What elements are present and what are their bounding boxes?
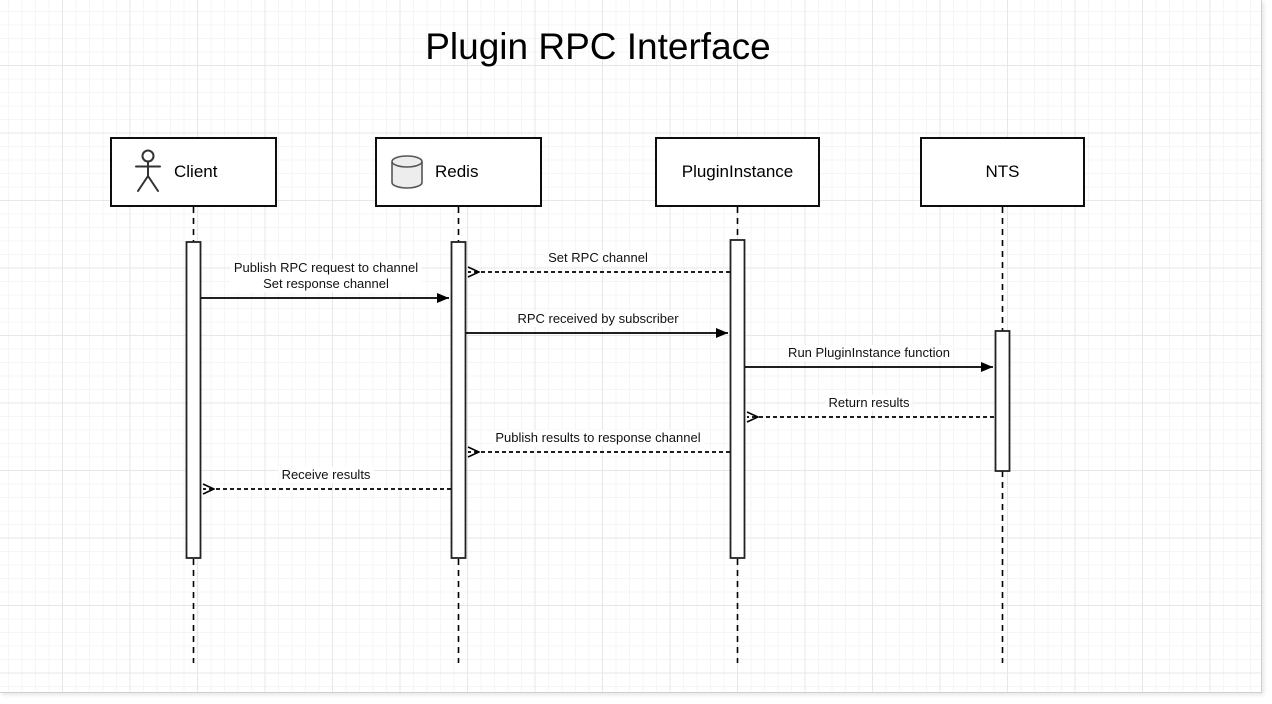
actor-box-redis[interactable]: Redis — [375, 137, 542, 207]
message-label-line: Set response channel — [263, 276, 389, 291]
message-label-publish-results[interactable]: Publish results to response channel — [492, 430, 704, 446]
diagram-canvas[interactable]: Plugin RPC Interface Client Redis Plugin… — [0, 0, 1262, 693]
actor-label: Redis — [435, 162, 479, 181]
message-label-rpc-received[interactable]: RPC received by subscriber — [514, 311, 682, 327]
database-icon — [390, 154, 424, 190]
message-label-receive-results[interactable]: Receive results — [278, 467, 374, 483]
actor-box-plugininstance[interactable]: PluginInstance — [655, 137, 820, 207]
actor-icon — [132, 149, 164, 195]
sequence-wires — [185, 207, 1011, 663]
message-label-publish-rpc-request[interactable]: Publish RPC request to channel Set respo… — [230, 260, 422, 292]
message-label-run-plugin-function[interactable]: Run PluginInstance function — [785, 345, 953, 361]
activation-nts[interactable] — [994, 330, 1011, 472]
message-label-line: Publish RPC request to channel — [233, 260, 419, 275]
diagram-title[interactable]: Plugin RPC Interface — [425, 26, 771, 67]
message-label-return-results[interactable]: Return results — [825, 395, 913, 411]
actor-box-nts[interactable]: NTS — [920, 137, 1085, 207]
activation-plugininstance[interactable] — [729, 239, 746, 559]
actor-label: Client — [174, 162, 218, 181]
message-label-set-rpc-channel[interactable]: Set RPC channel — [545, 250, 651, 266]
activation-client[interactable] — [185, 241, 202, 559]
activation-redis[interactable] — [450, 241, 467, 559]
actor-label: NTS — [985, 162, 1020, 181]
actor-label: PluginInstance — [681, 162, 794, 181]
actor-box-client[interactable]: Client — [110, 137, 277, 207]
